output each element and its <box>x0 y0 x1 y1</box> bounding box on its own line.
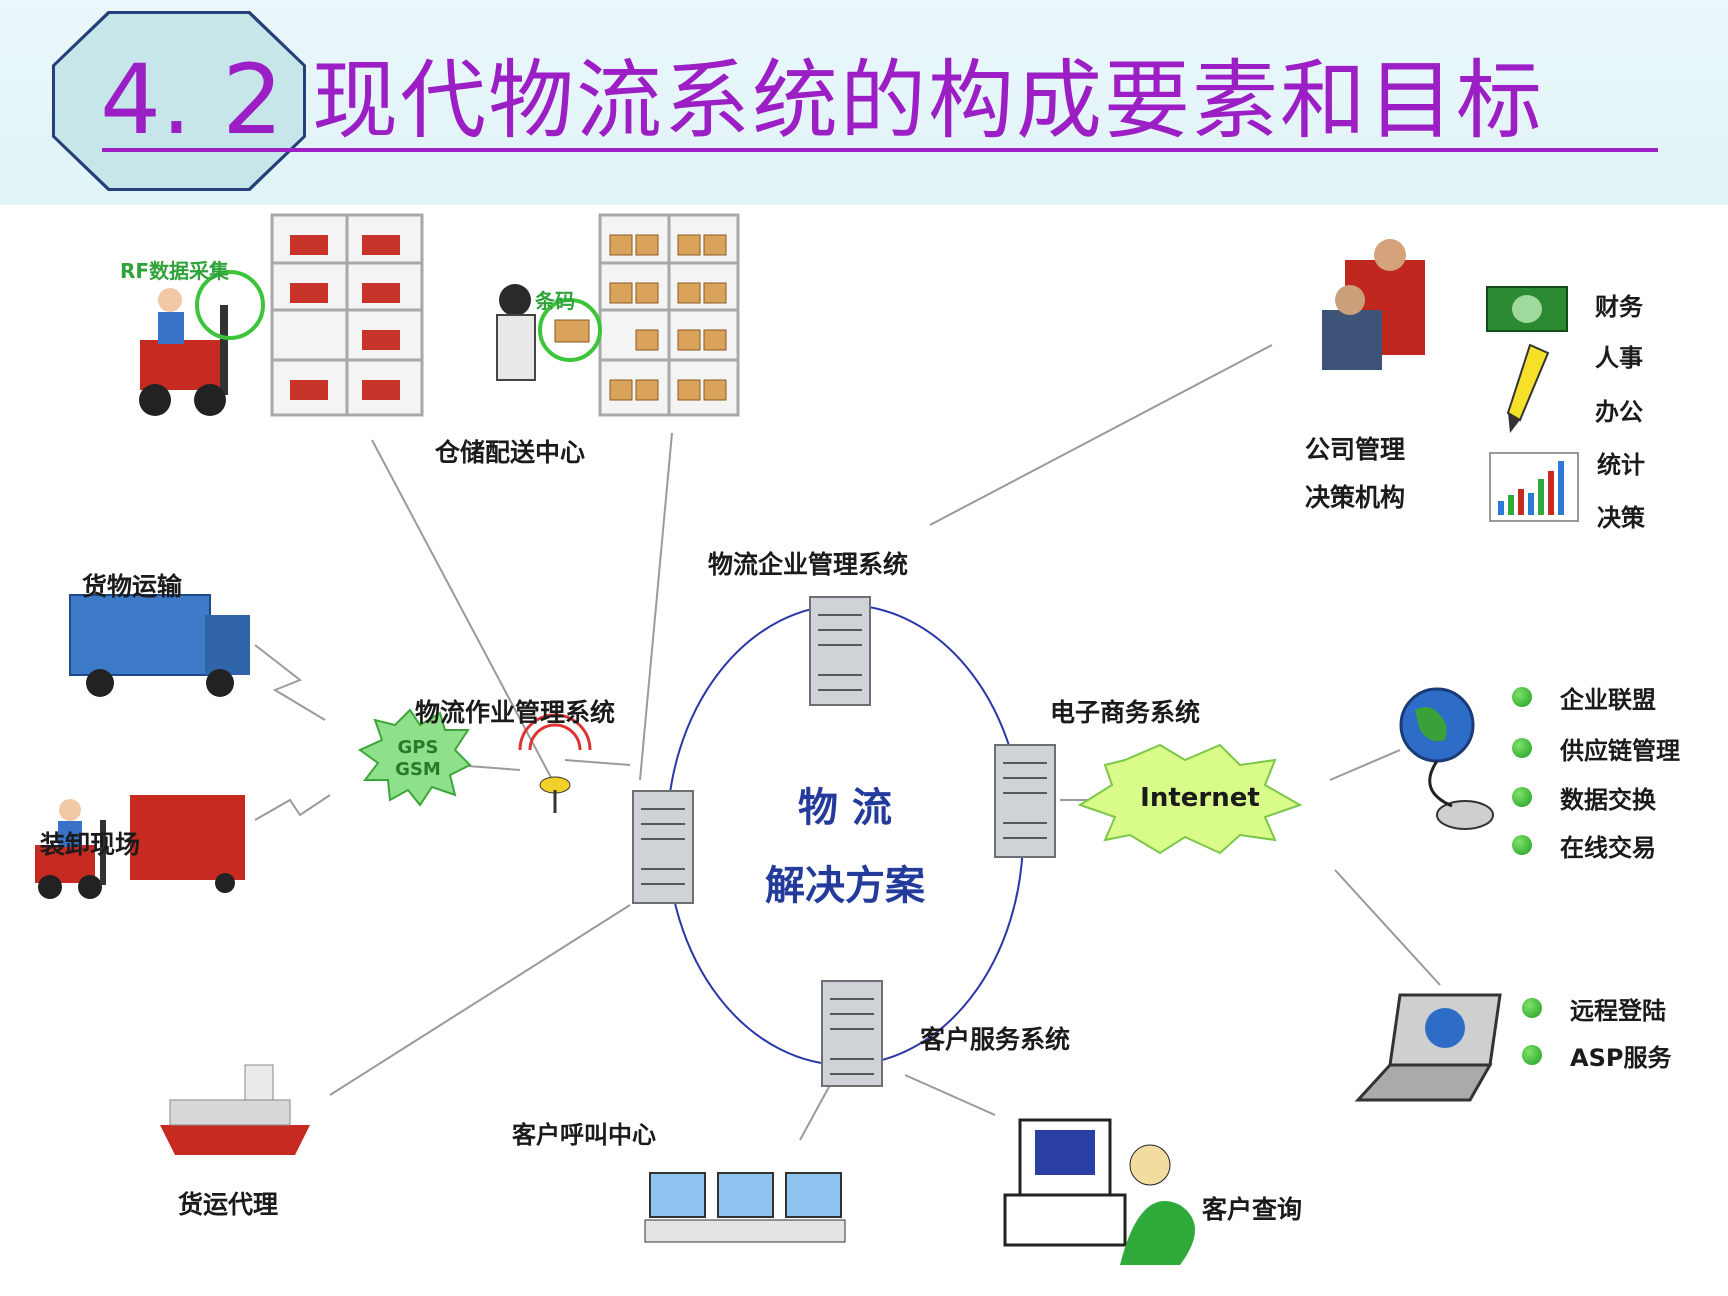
logistics-diagram: RF数据采集 条码 仓储配送中心 公司管理 决策机构 财务 人事 办公 统计 决… <box>0 205 1728 1296</box>
lightning-truck <box>254 644 326 721</box>
bullet-icon <box>1522 1045 1542 1065</box>
connector-warehouse-left <box>371 439 556 786</box>
service-alliance: 企业联盟 <box>1560 686 1656 714</box>
page-title: 现代物流系统的构成要素和目标 <box>312 51 1544 151</box>
barcode-scanner-icon <box>496 284 602 381</box>
truck-icon <box>69 594 250 697</box>
rf-data-label: RF数据采集 <box>120 259 230 283</box>
company-label-line1: 公司管理 <box>1305 435 1406 464</box>
function-finance: 财务 <box>1595 293 1643 321</box>
internet-burst <box>1077 743 1303 855</box>
freight-agent-label: 货运代理 <box>178 1190 279 1219</box>
diagram-graphics <box>35 213 1579 1265</box>
bullet-icon <box>1512 738 1532 758</box>
server-ecommerce <box>994 744 1056 858</box>
connector-warehouse-right <box>639 432 673 781</box>
laptop-icon <box>1354 993 1502 1102</box>
gps-label-line2: GSM <box>395 759 441 780</box>
service-supply-chain: 供应链管理 <box>1560 737 1680 765</box>
operation-mgmt-system-label: 物流作业管理系统 <box>415 698 616 727</box>
customer-service-system-label: 客户服务系统 <box>920 1025 1071 1054</box>
center-label-line1: 物 流 <box>798 785 892 831</box>
bullet-icon <box>1512 835 1532 855</box>
bullet-icon <box>1522 998 1542 1018</box>
ecommerce-system-label: 电子商务系统 <box>1050 698 1201 727</box>
service-asp: ASP服务 <box>1570 1044 1672 1072</box>
forklift-rf-icon <box>139 270 265 416</box>
money-icon <box>1486 286 1568 332</box>
function-decision: 决策 <box>1597 504 1645 532</box>
loading-site-label: 装卸现场 <box>40 830 141 859</box>
center-label-line2: 解决方案 <box>765 863 925 909</box>
lightning-loading <box>254 794 331 821</box>
warehouse-center-label: 仓储配送中心 <box>435 438 586 467</box>
internet-label: Internet <box>1140 783 1260 813</box>
customer-query-label: 客户查询 <box>1202 1195 1303 1224</box>
title-underline <box>102 148 1658 152</box>
service-data-exchange: 数据交换 <box>1560 786 1656 814</box>
warehouse-shelf-right <box>598 213 740 417</box>
service-remote-login: 远程登陆 <box>1570 997 1666 1025</box>
company-label-line2: 决策机构 <box>1305 483 1406 512</box>
title-octagon <box>55 14 303 188</box>
server-customer-service <box>821 980 883 1087</box>
enterprise-mgmt-system-label: 物流企业管理系统 <box>708 550 909 579</box>
service-online-trade: 在线交易 <box>1560 834 1656 862</box>
title-banner: 4. 2 现代物流系统的构成要素和目标 <box>0 0 1728 205</box>
barcode-label: 条码 <box>535 289 575 313</box>
pencil-icon <box>1506 343 1550 433</box>
connector-lines <box>254 344 1441 1141</box>
function-hr: 人事 <box>1595 344 1643 372</box>
ship-icon <box>160 1064 310 1155</box>
warehouse-shelf-left <box>270 213 424 417</box>
bullet-icon <box>1512 687 1532 707</box>
connector-call-center <box>799 1084 831 1141</box>
antenna-icon <box>518 713 592 813</box>
gps-label: GPS GSM <box>378 737 458 781</box>
connector-customer-query <box>904 1074 996 1116</box>
customer-query-icon <box>1003 1118 1195 1265</box>
section-number: 4. 2 <box>100 44 284 156</box>
call-center-icon <box>644 1172 846 1243</box>
management-people-icon <box>1322 239 1425 370</box>
connector-antenna-server <box>564 759 631 766</box>
connector-internet-globe <box>1329 749 1401 781</box>
function-office: 办公 <box>1595 398 1643 426</box>
globe-icon <box>1399 687 1494 830</box>
server-operation-mgmt <box>632 790 694 904</box>
bullet-icon <box>1512 787 1532 807</box>
function-statistics: 统计 <box>1597 451 1645 479</box>
gps-burst <box>358 708 472 807</box>
loading-site-icon <box>35 795 245 899</box>
gps-label-line1: GPS <box>397 737 439 758</box>
call-center-label: 客户呼叫中心 <box>512 1121 656 1149</box>
server-enterprise-mgmt <box>809 596 871 706</box>
connector-internet-laptop <box>1334 869 1441 986</box>
cargo-transport-label: 货物运输 <box>82 572 183 601</box>
connector-company <box>929 344 1273 526</box>
bar-chart-icon <box>1489 452 1579 522</box>
connector-freight-agent <box>329 904 631 1096</box>
